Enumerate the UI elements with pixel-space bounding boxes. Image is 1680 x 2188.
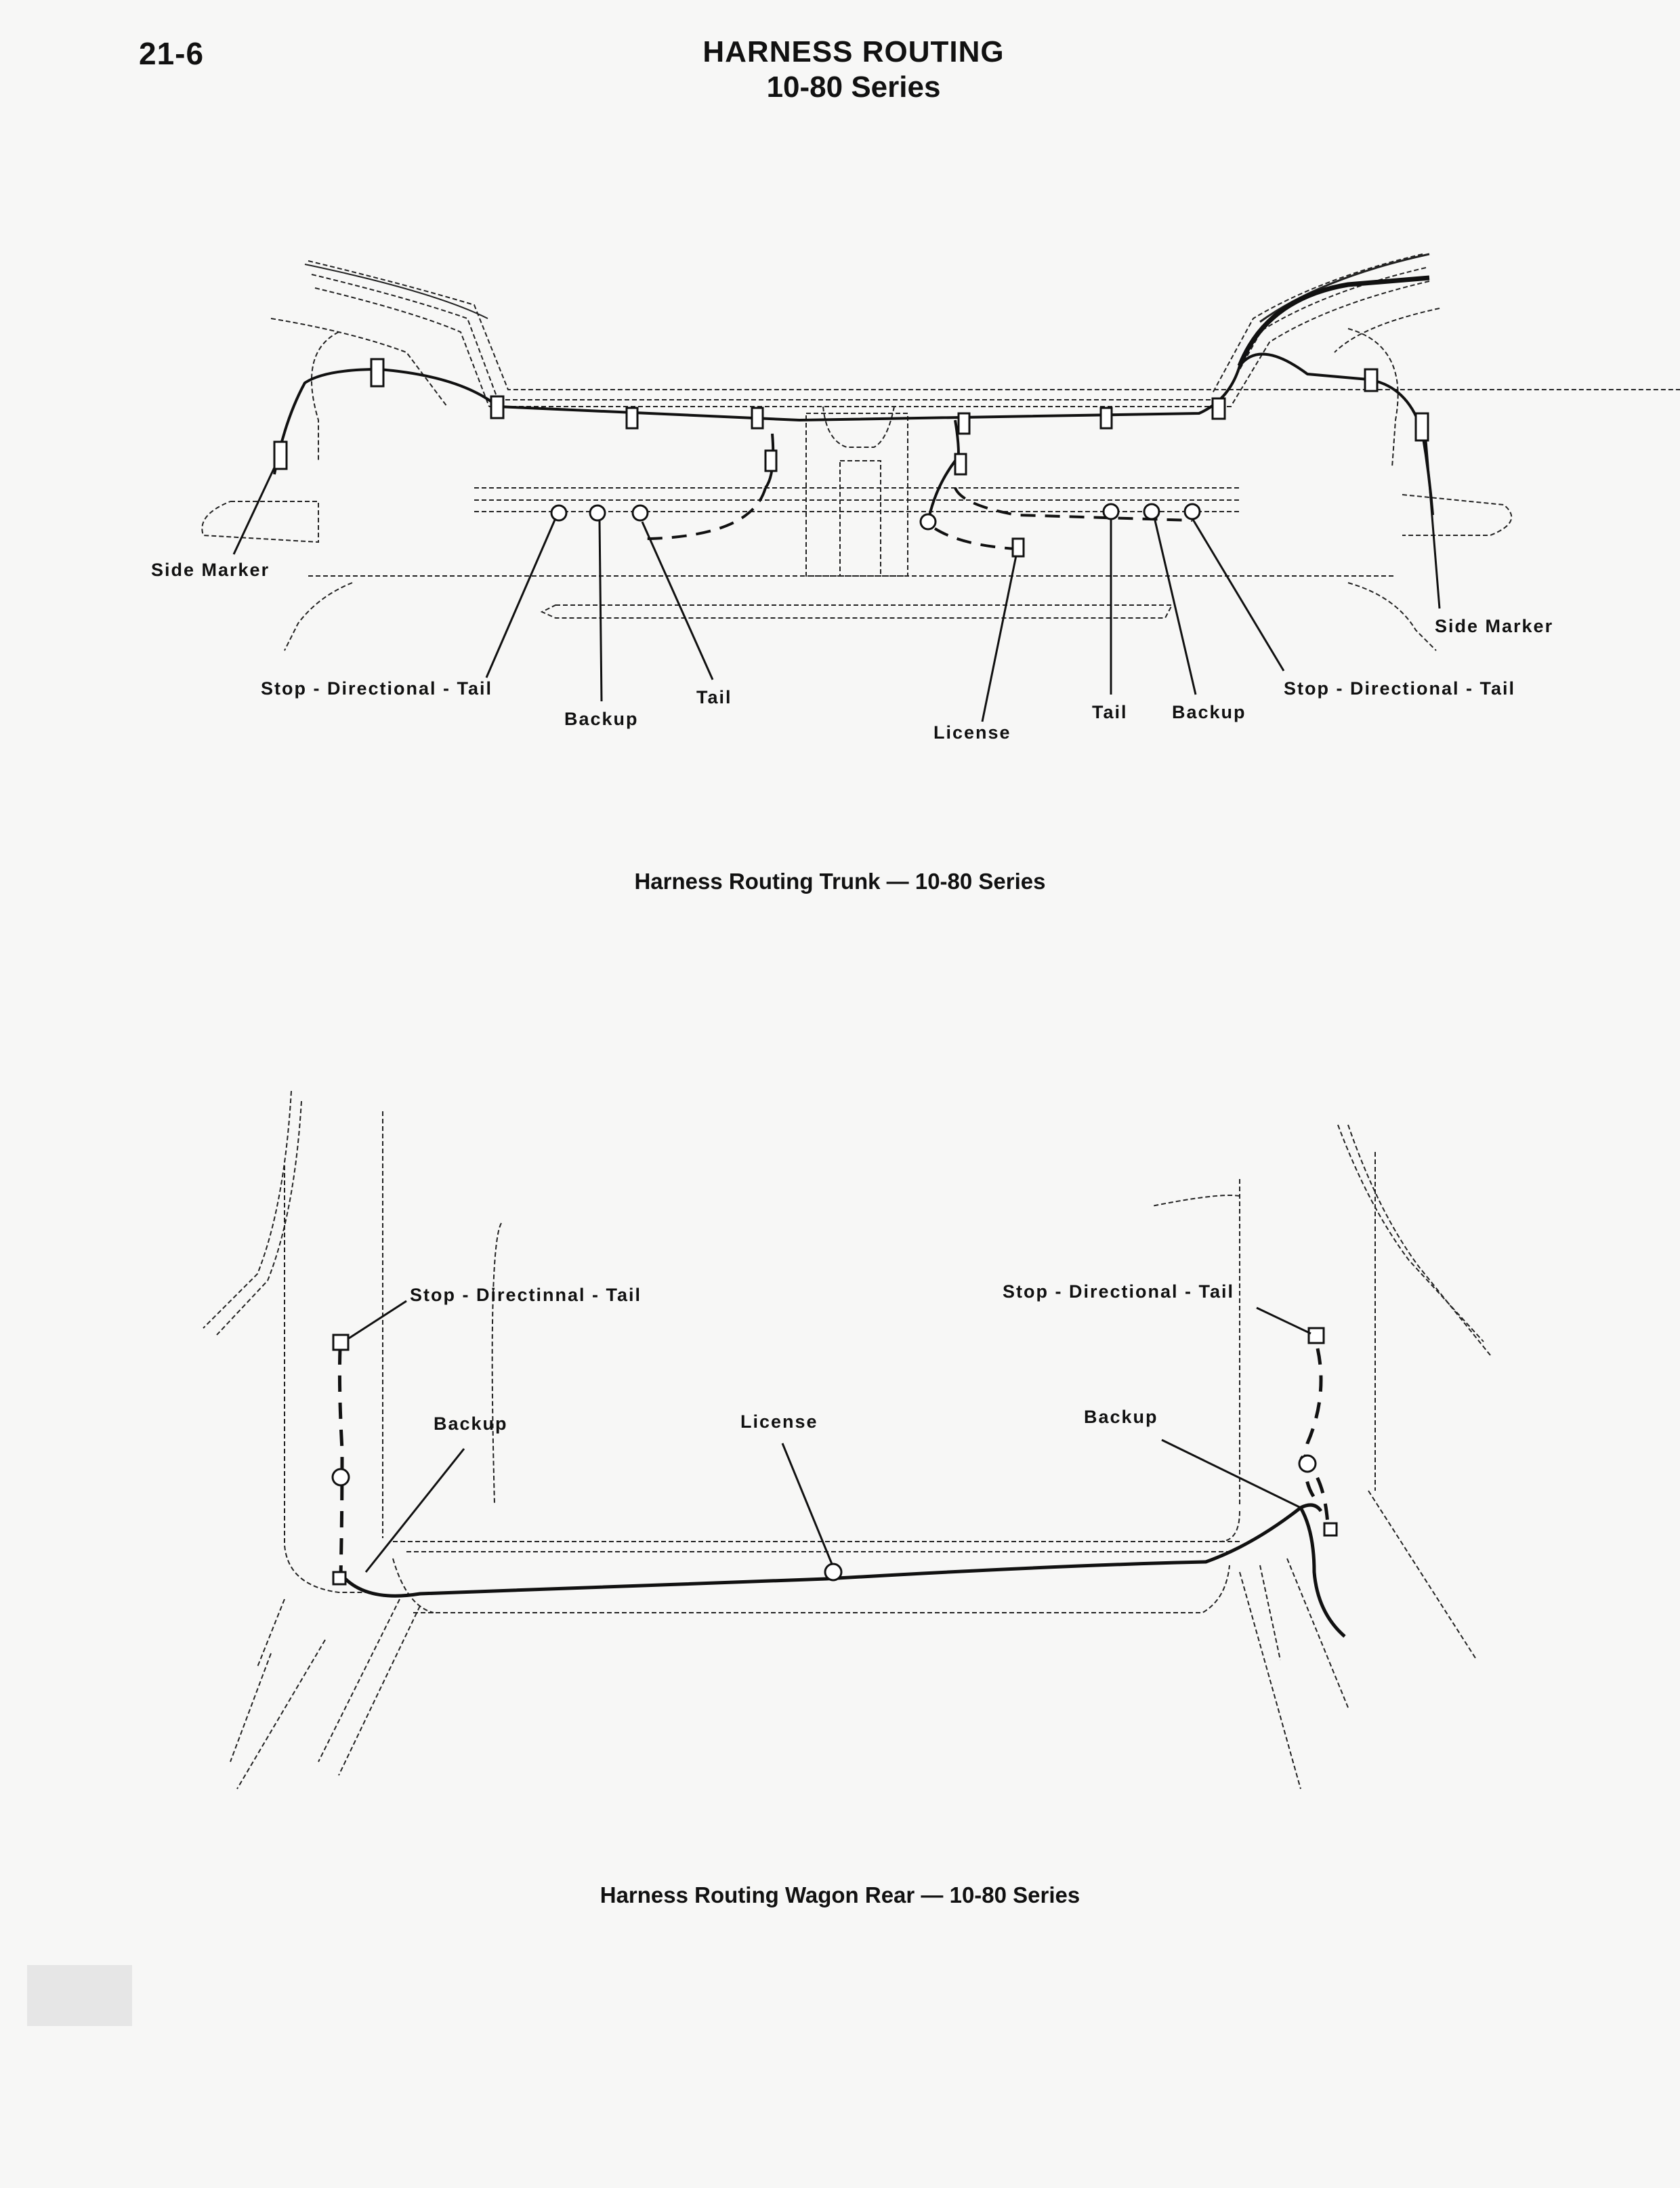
callout-wagon-license: License bbox=[740, 1411, 818, 1432]
trunk-sockets bbox=[550, 503, 1201, 531]
trunk-figure-caption: Harness Routing Trunk — 10-80 Series bbox=[634, 869, 1046, 894]
callout-wagon-backup-left: Backup bbox=[434, 1413, 508, 1434]
callout-side-marker-left: Side Marker bbox=[151, 560, 270, 580]
trunk-clips bbox=[273, 358, 1429, 558]
wagon-sockets bbox=[331, 1327, 1338, 1586]
callout-stop-directional-tail-right: Stop - Directional - Tail bbox=[1284, 678, 1516, 699]
page-title: HARNESS ROUTING bbox=[702, 35, 1005, 68]
callout-backup-left: Backup bbox=[564, 709, 639, 729]
callout-stop-directional-tail-left: Stop - Directional - Tail bbox=[261, 678, 493, 699]
scan-corner-shading bbox=[27, 1965, 132, 2026]
callout-license: License bbox=[933, 722, 1011, 743]
wagon-harness bbox=[341, 1503, 1346, 1638]
page-subtitle: 10-80 Series bbox=[766, 70, 941, 104]
callout-tail-left: Tail bbox=[696, 687, 732, 707]
page-number: 21-6 bbox=[139, 36, 205, 71]
callout-tail-right: Tail bbox=[1092, 702, 1128, 722]
trunk-body-outline bbox=[201, 253, 1680, 651]
wagon-body-outline bbox=[203, 1090, 1491, 1790]
callout-wagon-stop-directional-tail-left: Stop - Directinnal - Tail bbox=[410, 1285, 642, 1305]
wagon-leader-lines bbox=[348, 1300, 1311, 1573]
callout-wagon-backup-right: Backup bbox=[1084, 1407, 1158, 1427]
callout-side-marker-right: Side Marker bbox=[1435, 616, 1554, 636]
trunk-leader-lines bbox=[232, 440, 1441, 722]
callout-backup-right: Backup bbox=[1172, 702, 1246, 722]
wagon-figure-caption: Harness Routing Wagon Rear — 10-80 Serie… bbox=[600, 1882, 1080, 1907]
trunk-dashed-branches bbox=[644, 487, 1193, 550]
callout-wagon-stop-directional-tail-right: Stop - Directional - Tail bbox=[1003, 1281, 1235, 1302]
